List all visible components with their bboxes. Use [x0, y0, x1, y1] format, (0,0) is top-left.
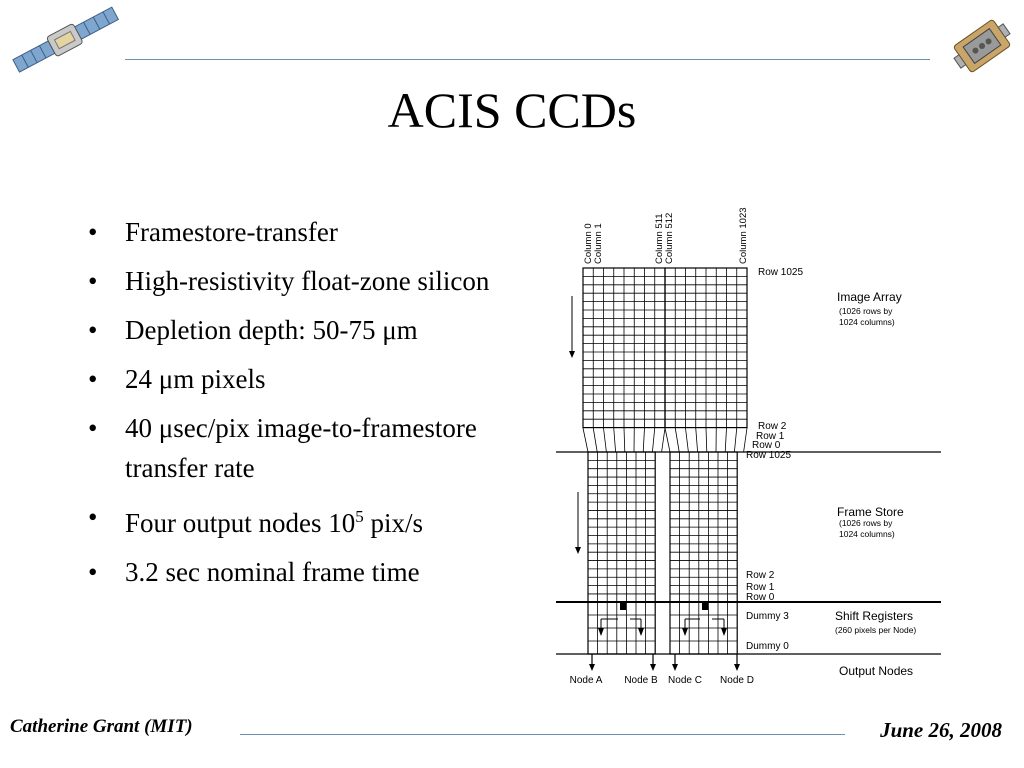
output-node-marker	[672, 664, 678, 671]
bullet-text: 3.2 sec nominal frame time	[125, 557, 420, 587]
header-rule	[125, 59, 930, 60]
transfer-line	[582, 427, 589, 453]
section-title-image-array: Image Array	[837, 290, 902, 304]
transfer-line	[592, 427, 598, 453]
transfer-line	[734, 427, 738, 453]
section-note: (1026 rows by	[839, 518, 893, 528]
bullet-text: Four output nodes 10	[125, 508, 356, 538]
row-label: Row 0	[746, 592, 775, 603]
transfer-line	[695, 427, 698, 453]
shift-arrow-b-head	[638, 628, 644, 636]
instrument-icon	[953, 19, 1011, 73]
bullet-dot: •	[88, 364, 98, 394]
row-label: Row 0	[752, 440, 781, 451]
section-title-output-nodes: Output Nodes	[839, 664, 913, 678]
bullet-item: • High-resistivity float-zone silicon	[88, 261, 518, 301]
bullet-list: • Framestore-transfer • High-resistivity f…	[88, 212, 518, 601]
transfer-line	[743, 427, 748, 453]
transfer-line	[685, 427, 689, 453]
transfer-line	[664, 427, 671, 453]
footer-rule	[240, 734, 845, 735]
bullet-text: Depletion depth: 50-75 μm	[125, 315, 418, 345]
column-label: Column 0	[583, 223, 594, 264]
row-label: Dummy 3	[746, 611, 789, 622]
node-label: Node A	[570, 675, 603, 686]
column-label: Column 511	[654, 213, 665, 264]
output-node-marker	[589, 664, 595, 671]
bullet-item: • Four output nodes 105 pix/s	[88, 497, 518, 543]
transfer-line	[674, 427, 680, 453]
satellite-icon	[12, 6, 120, 73]
pixel-grids	[569, 267, 748, 671]
row-label: Row 1	[746, 582, 775, 593]
row-label: Row 1025	[758, 267, 803, 278]
bullet-item: • 3.2 sec nominal frame time	[88, 552, 518, 592]
bullet-text: 40 μsec/pix image-to-framestore transfer…	[125, 413, 477, 483]
row-label: Row 1	[756, 431, 785, 442]
row-label: Row 2	[758, 421, 787, 432]
bullet-suffix: pix/s	[363, 508, 424, 538]
section-note: (260 pixels per Node)	[835, 625, 916, 635]
section-note: 1024 columns)	[839, 529, 895, 539]
transfer-line	[603, 427, 607, 453]
section-note: (1026 rows by	[839, 306, 893, 316]
bullet-item: • 24 μm pixels	[88, 359, 518, 399]
slide-title: ACIS CCDs	[387, 82, 637, 138]
transfer-line	[623, 427, 626, 453]
bullet-dot: •	[88, 502, 98, 532]
bullet-dot: •	[88, 413, 98, 443]
transfer-line	[642, 427, 645, 453]
shift-arrow-a-head	[598, 628, 604, 636]
frame-transfer-arrow-head	[575, 547, 581, 554]
node-label: Node C	[668, 675, 702, 686]
image-transfer-arrow-head	[569, 351, 575, 358]
bullet-item: • Depletion depth: 50-75 μm	[88, 310, 518, 350]
column-label: Column 1023	[738, 207, 749, 264]
column-label: Column 512	[664, 213, 675, 264]
bullet-item: • Framestore-transfer	[88, 212, 518, 252]
transfer-line	[652, 427, 656, 453]
row-label: Dummy 0	[746, 641, 789, 652]
row-label: Row 1025	[746, 450, 791, 461]
section-title-shift-registers: Shift Registers	[835, 609, 913, 623]
output-node-marker	[650, 664, 656, 671]
transfer-line	[724, 427, 727, 453]
transfer-line	[613, 427, 616, 453]
bullet-text: 24 μm pixels	[125, 364, 266, 394]
marker-pixel	[702, 602, 708, 610]
shift-arrow-d-head	[721, 628, 727, 636]
bullet-dot: •	[88, 266, 98, 296]
bullet-superscript: 5	[355, 507, 364, 526]
bullet-text: High-resistivity float-zone silicon	[125, 266, 490, 296]
bullet-dot: •	[88, 217, 98, 247]
bullet-text: Framestore-transfer	[125, 217, 338, 247]
section-title-frame-store: Frame Store	[837, 505, 904, 519]
column-label: Column 1	[593, 223, 604, 264]
shift-arrow-c-head	[682, 628, 688, 636]
row-label: Row 2	[746, 570, 775, 581]
marker-pixel	[620, 602, 626, 610]
node-label: Node B	[624, 675, 658, 686]
bullet-item: • 40 μsec/pix image-to-framestore transfe…	[88, 408, 518, 488]
bullet-dot: •	[88, 557, 98, 587]
output-node-marker	[734, 664, 740, 671]
node-label: Node D	[720, 675, 754, 686]
bullet-dot: •	[88, 315, 98, 345]
ccd-diagram: Column 0 Column 1 Column 511 Column 512 …	[556, 207, 941, 686]
transfer-line	[705, 427, 708, 453]
transfer-line	[661, 427, 666, 453]
section-note: 1024 columns)	[839, 317, 895, 327]
footer-author: Catherine Grant (MIT)	[10, 716, 193, 737]
footer-date: June 26, 2008	[880, 718, 1002, 742]
